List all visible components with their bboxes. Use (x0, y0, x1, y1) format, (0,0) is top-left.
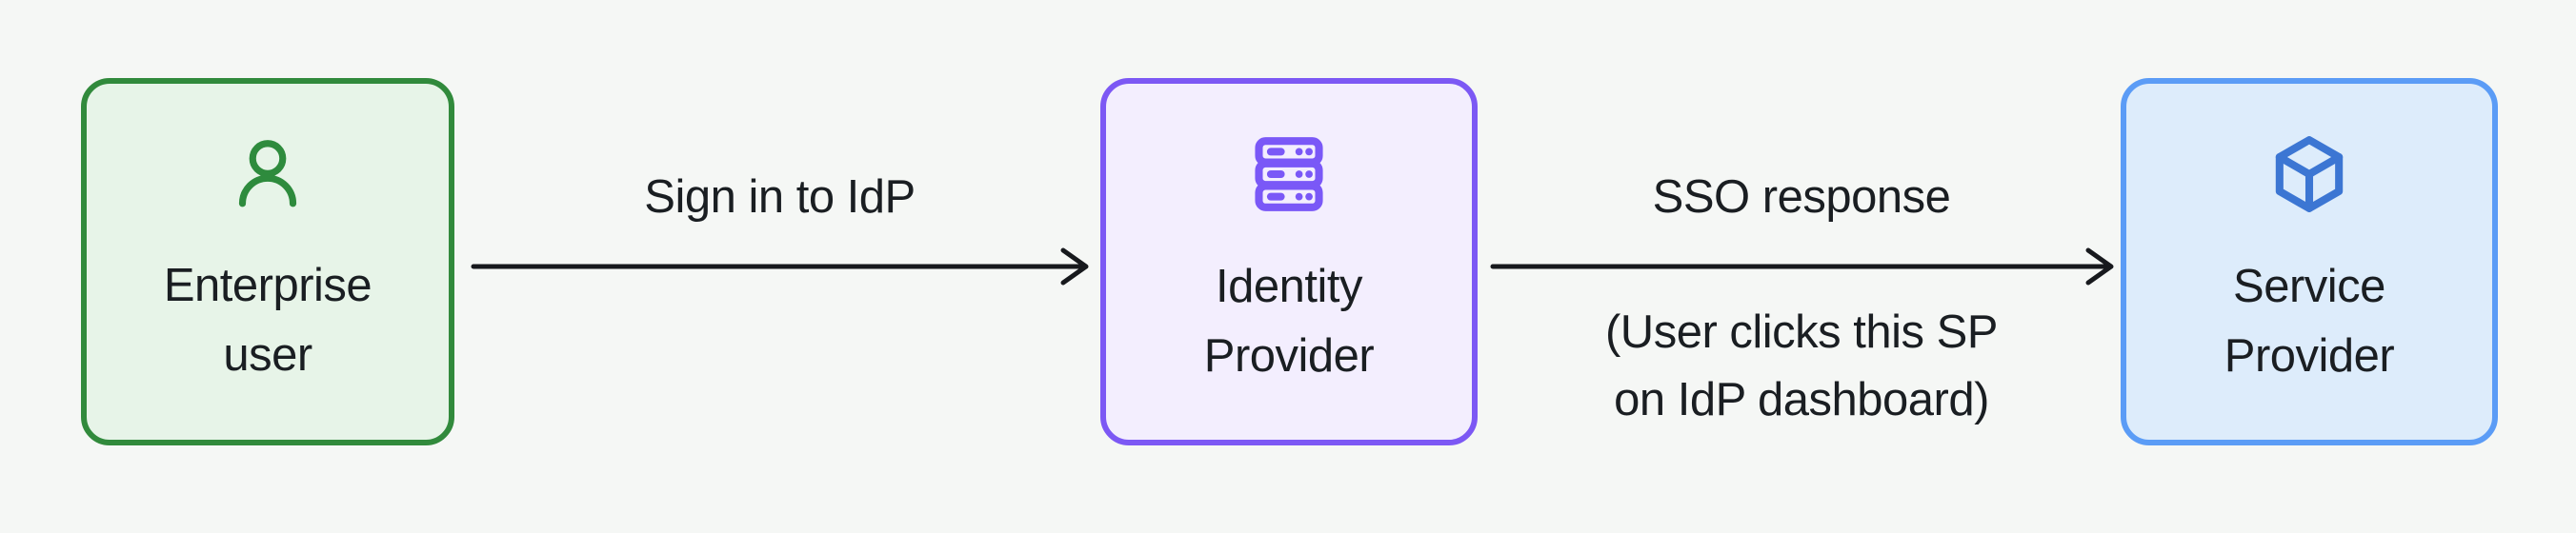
node-service-provider: Service Provider (2121, 78, 2498, 445)
arrow-user-to-idp (471, 247, 1089, 286)
user-icon (227, 133, 309, 215)
node-label: Identity Provider (1203, 252, 1375, 391)
node-label-line: Identity (1216, 261, 1362, 312)
edge-label-sso-response: SSO response (1652, 171, 1951, 223)
node-label: Enterprise user (164, 251, 372, 390)
node-label-line: user (223, 329, 312, 381)
edge-sublabel-line: (User clicks this SP (1604, 306, 1999, 358)
node-label-line: Service (2233, 261, 2385, 312)
server-icon (1247, 132, 1331, 216)
arrow-idp-to-sp (1490, 247, 2114, 286)
edge-label-sign-in: Sign in to IdP (644, 171, 916, 223)
box-icon (2267, 132, 2351, 216)
node-label-line: Provider (1203, 330, 1375, 382)
node-label-line: Enterprise (163, 260, 372, 311)
node-enterprise-user: Enterprise user (81, 78, 454, 445)
node-label-line: Provider (2224, 330, 2395, 382)
node-identity-provider: Identity Provider (1100, 78, 1478, 445)
node-label: Service Provider (2224, 252, 2395, 391)
edge-sublabel-line: on IdP dashboard) (1614, 374, 1989, 425)
edge-sublabel-sso-note: (User clicks this SP on IdP dashboard) (1420, 299, 2183, 434)
